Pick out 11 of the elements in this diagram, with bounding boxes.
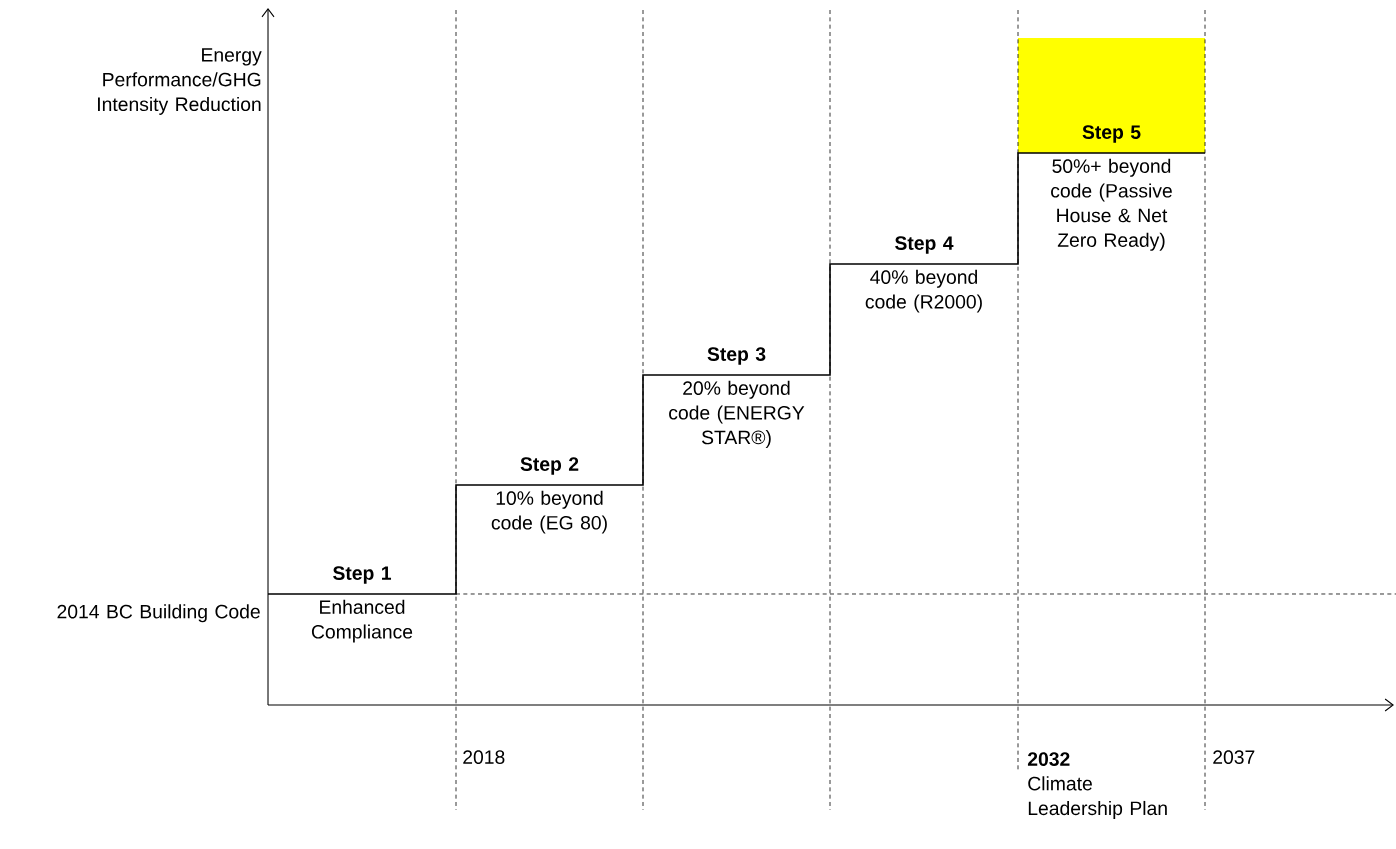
- axis-label: 2018: [463, 750, 505, 764]
- step-label: Step 1 Enhanced Compliance: [311, 566, 413, 643]
- axis-label: Climate Leadership Plan: [1028, 776, 1167, 819]
- step-label: Step 5 50%+ beyond code (Passive House & Net Zero Ready): [1051, 125, 1172, 251]
- axis-label: Energy Performance/GHG Intensity Reduction: [98, 48, 262, 115]
- step-label: Step 4 40% beyond code (R2000): [865, 236, 982, 313]
- step-label: Step 2 10% beyond code (EG 80): [491, 457, 607, 534]
- step-label: Step 3 20% beyond code (ENERGY STAR®): [669, 347, 805, 449]
- axis-label: 2032: [1027, 752, 1070, 766]
- axis-label: 2014 BC Building Code: [57, 604, 260, 623]
- axis-label: 2037: [1213, 750, 1255, 764]
